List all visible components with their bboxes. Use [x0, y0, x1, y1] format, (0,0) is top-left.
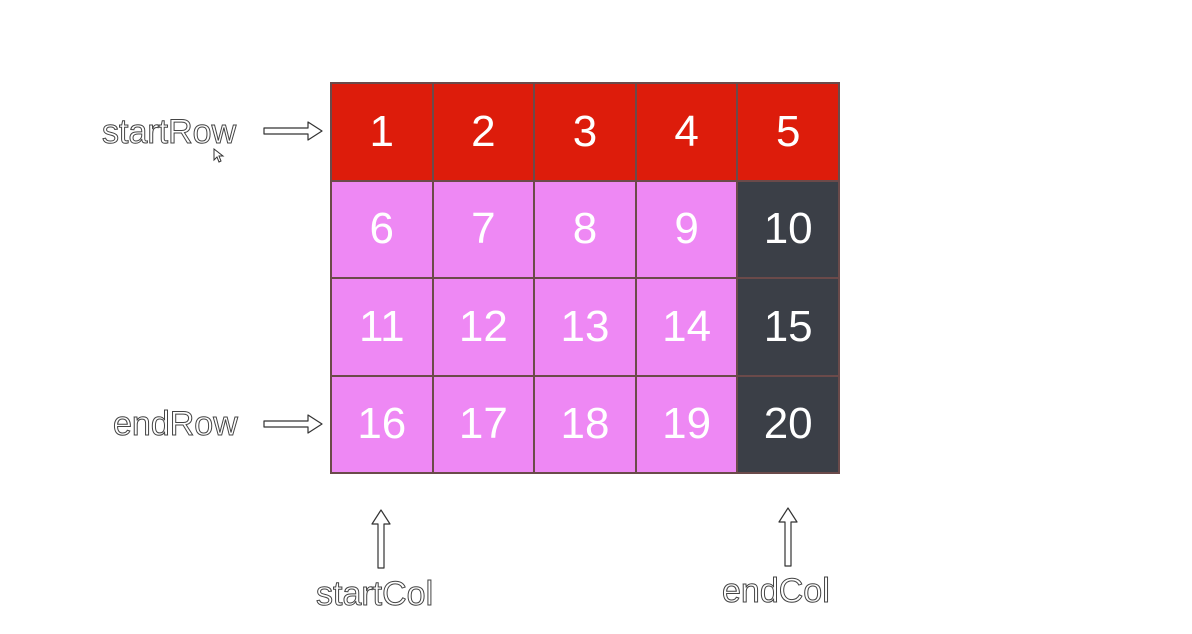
end-row-arrow-icon	[263, 414, 323, 434]
matrix-cell: 13	[534, 278, 636, 376]
matrix-cell: 7	[432, 180, 535, 278]
matrix-cell: 20	[737, 375, 839, 473]
matrix-cell: 4	[635, 83, 738, 181]
start-col-arrow-icon	[371, 509, 391, 569]
matrix-cell: 9	[635, 180, 738, 278]
start-row-label: startRow	[101, 113, 237, 151]
matrix-cell: 3	[534, 83, 636, 181]
mouse-pointer-icon	[213, 148, 225, 163]
matrix-cell: 16	[331, 375, 433, 473]
matrix-cell: 17	[432, 375, 535, 473]
end-row-label: endRow	[113, 405, 239, 443]
matrix-cell: 5	[737, 83, 839, 181]
matrix-cell: 15	[737, 278, 839, 376]
end-col-arrow-icon	[778, 507, 798, 567]
matrix-cell: 19	[635, 375, 738, 473]
matrix-cell: 6	[331, 180, 433, 278]
matrix-cell: 11	[331, 278, 433, 376]
matrix-cell: 2	[432, 83, 535, 181]
end-col-label: endCol	[722, 572, 831, 610]
matrix-cell: 1	[331, 83, 433, 181]
matrix-cell: 18	[534, 375, 636, 473]
matrix-cell: 10	[737, 180, 839, 278]
matrix-cell: 12	[432, 278, 535, 376]
matrix-cell: 8	[534, 180, 636, 278]
start-row-arrow-icon	[263, 121, 323, 141]
start-col-label: startCol	[315, 575, 434, 613]
matrix-cell: 14	[635, 278, 738, 376]
